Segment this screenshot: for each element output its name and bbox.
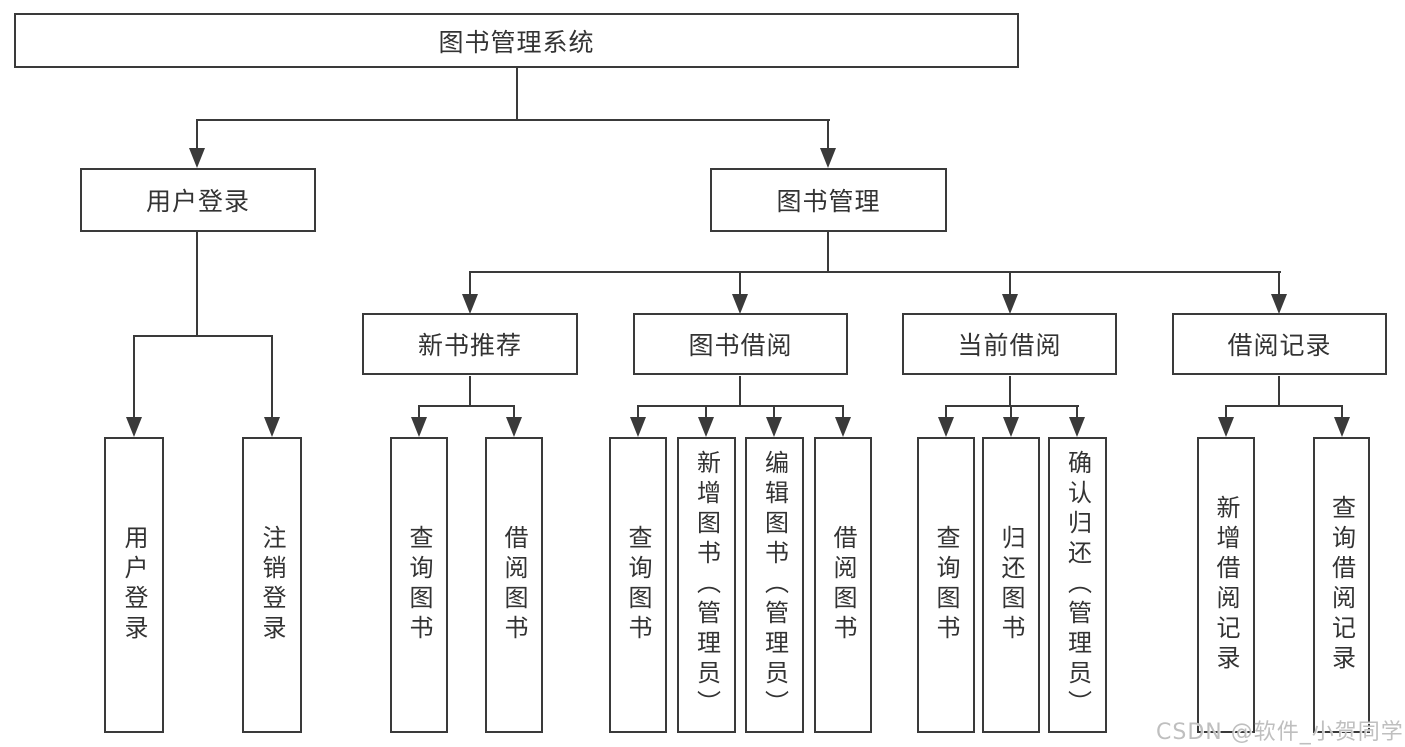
leaf-query-borrow-record: 查询借阅记录 xyxy=(1313,437,1370,733)
connector-drop-bb-add xyxy=(705,405,707,419)
arrowhead-user-login xyxy=(189,148,205,168)
leaf-borrow-query-book: 查询图书 xyxy=(609,437,667,733)
connector-book-management-stem xyxy=(827,232,829,273)
leaf-recommend-query-book-label: 查询图书 xyxy=(405,525,433,645)
connector-drop-cb-query xyxy=(945,405,947,419)
arrowhead-br-add xyxy=(1218,417,1234,437)
arrowhead-recommend-borrow xyxy=(506,417,522,437)
connector-current-borrow-stem xyxy=(1009,376,1011,407)
arrowhead-leaf-logout xyxy=(264,417,280,437)
arrowhead-cb-return xyxy=(1003,417,1019,437)
connector-user-login-stem xyxy=(196,232,198,337)
node-user-login-label: 用户登录 xyxy=(145,187,250,216)
leaf-edit-book-admin: 编辑图书（管理员） xyxy=(745,437,804,733)
leaf-recommend-query-book: 查询图书 xyxy=(390,437,448,733)
leaf-add-book-admin-label: 新增图书（管理员） xyxy=(692,450,721,720)
leaf-add-book-admin: 新增图书（管理员） xyxy=(677,437,736,733)
arrowhead-recommend-query xyxy=(411,417,427,437)
connector-drop-bb-borrow xyxy=(842,405,844,419)
connector-root-stem xyxy=(516,68,518,121)
arrowhead-bb-add xyxy=(698,417,714,437)
connector-current-borrow-rail xyxy=(945,405,1079,407)
connector-book-management-rail xyxy=(469,271,1281,273)
connector-borrow-records-stem xyxy=(1278,376,1280,407)
connector-recommend-rail xyxy=(418,405,515,407)
connector-root-rail xyxy=(196,119,830,121)
connector-drop-br-query xyxy=(1341,405,1343,419)
arrowhead-bb-borrow xyxy=(835,417,851,437)
arrowhead-bb-edit xyxy=(766,417,782,437)
leaf-return-book-label: 归还图书 xyxy=(997,525,1025,645)
leaf-current-query-book: 查询图书 xyxy=(917,437,975,733)
leaf-query-borrow-record-label: 查询借阅记录 xyxy=(1327,495,1356,675)
leaf-borrow-query-book-label: 查询图书 xyxy=(624,525,652,645)
csdn-watermark: CSDN @软件_小贺同学 xyxy=(1156,720,1404,745)
node-book-management-label: 图书管理 xyxy=(776,187,881,216)
connector-drop-leaf-user-login xyxy=(133,335,135,419)
connector-drop-br-add xyxy=(1225,405,1227,419)
leaf-recommend-borrow-book: 借阅图书 xyxy=(485,437,543,733)
arrowhead-borrow-records xyxy=(1271,294,1287,314)
arrowhead-new-book-recommend xyxy=(462,294,478,314)
connector-drop-user-login xyxy=(196,119,198,150)
arrowhead-book-management xyxy=(820,148,836,168)
node-borrow-records-label: 借阅记录 xyxy=(1227,331,1332,360)
connector-drop-cb-return xyxy=(1010,405,1012,419)
connector-drop-current-borrow xyxy=(1009,271,1011,296)
node-book-borrow: 图书借阅 xyxy=(633,313,848,375)
connector-book-borrow-stem xyxy=(739,376,741,407)
node-new-book-recommend-label: 新书推荐 xyxy=(417,331,522,360)
node-borrow-records: 借阅记录 xyxy=(1172,313,1387,375)
connector-drop-recommend-query xyxy=(418,405,420,419)
connector-drop-bb-query xyxy=(637,405,639,419)
connector-drop-new-book-recommend xyxy=(469,271,471,296)
arrowhead-current-borrow xyxy=(1002,294,1018,314)
node-book-borrow-label: 图书借阅 xyxy=(688,331,793,360)
connector-drop-book-borrow xyxy=(739,271,741,296)
node-root-label: 图书管理系统 xyxy=(438,27,595,57)
leaf-add-borrow-record: 新增借阅记录 xyxy=(1197,437,1255,733)
leaf-user-login: 用户登录 xyxy=(104,437,164,733)
connector-book-borrow-rail xyxy=(637,405,844,407)
connector-drop-leaf-logout xyxy=(271,335,273,419)
leaf-current-query-book-label: 查询图书 xyxy=(932,525,960,645)
node-current-borrow: 当前借阅 xyxy=(902,313,1117,375)
node-root: 图书管理系统 xyxy=(14,13,1019,68)
leaf-user-login-label: 用户登录 xyxy=(120,525,148,645)
leaf-borrow-book-label: 借阅图书 xyxy=(829,525,857,645)
connector-borrow-records-rail xyxy=(1225,405,1343,407)
node-user-login: 用户登录 xyxy=(80,168,316,232)
connector-drop-recommend-borrow xyxy=(513,405,515,419)
node-book-management: 图书管理 xyxy=(710,168,947,232)
connector-drop-book-management xyxy=(827,119,829,150)
leaf-recommend-borrow-book-label: 借阅图书 xyxy=(500,525,528,645)
connector-recommend-stem xyxy=(469,376,471,407)
arrowhead-br-query xyxy=(1334,417,1350,437)
leaf-add-borrow-record-label: 新增借阅记录 xyxy=(1212,495,1240,675)
arrowhead-cb-confirm xyxy=(1069,417,1085,437)
leaf-confirm-return-admin-label: 确认归还（管理员） xyxy=(1063,450,1092,720)
leaf-return-book: 归还图书 xyxy=(982,437,1040,733)
connector-drop-bb-edit xyxy=(773,405,775,419)
connector-drop-cb-confirm xyxy=(1076,405,1078,419)
arrowhead-book-borrow xyxy=(732,294,748,314)
node-new-book-recommend: 新书推荐 xyxy=(362,313,578,375)
leaf-confirm-return-admin: 确认归还（管理员） xyxy=(1048,437,1107,733)
arrowhead-bb-query xyxy=(630,417,646,437)
connector-user-login-rail xyxy=(133,335,273,337)
arrowhead-cb-query xyxy=(938,417,954,437)
leaf-logout-label: 注销登录 xyxy=(258,525,286,645)
connector-drop-borrow-records xyxy=(1278,271,1280,296)
leaf-edit-book-admin-label: 编辑图书（管理员） xyxy=(760,450,789,720)
leaf-logout: 注销登录 xyxy=(242,437,302,733)
arrowhead-leaf-user-login xyxy=(126,417,142,437)
leaf-borrow-book: 借阅图书 xyxy=(814,437,872,733)
node-current-borrow-label: 当前借阅 xyxy=(957,331,1062,360)
